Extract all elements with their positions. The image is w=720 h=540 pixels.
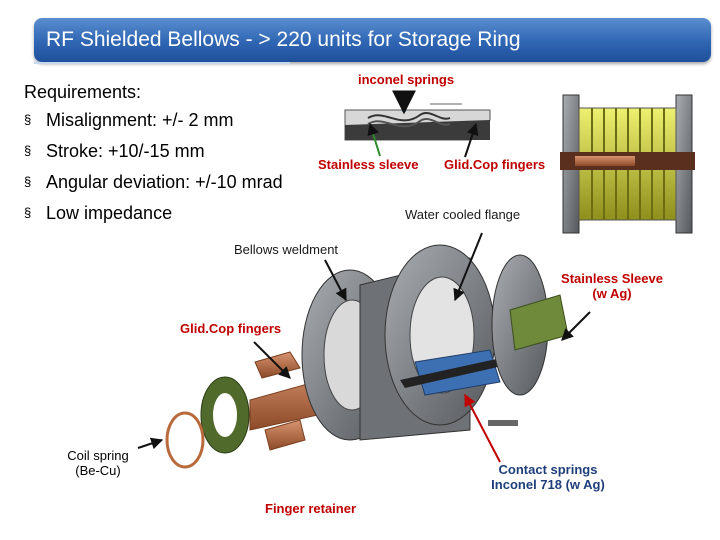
requirement-item: § Misalignment: +/- 2 mm: [24, 110, 283, 141]
label-coil-spring: Coil spring (Be-Cu): [60, 448, 136, 478]
label-inconel-springs: inconel springs: [358, 72, 455, 87]
label-stainless-sleeve: Stainless sleeve: [318, 157, 419, 172]
label-stainless-sleeve-ag: Stainless Sleeve (w Ag): [552, 271, 672, 301]
requirement-item: § Stroke: +10/-15 mm: [24, 141, 283, 172]
label-coil-spring-line2: (Be-Cu): [75, 463, 121, 478]
exploded-assembly-figure: [165, 244, 569, 469]
arrow-contact-springs: [464, 393, 501, 463]
bullet-icon: §: [24, 143, 32, 158]
label-water-cooled-flange: Water cooled flange: [405, 207, 521, 222]
requirement-item: § Low impedance: [24, 203, 283, 234]
arrow-coil-spring: [137, 437, 164, 450]
label-bellows-weldment: Bellows weldment: [234, 242, 339, 257]
arrow-stainless-sleeve-ag: [561, 311, 591, 341]
slide-title: RF Shielded Bellows - > 220 units for St…: [46, 28, 521, 51]
arrow-stainless-sleeve: [367, 122, 381, 157]
label-stainless-sleeve-ag-line1: Stainless Sleeve: [561, 271, 663, 286]
title-underline: [34, 62, 290, 64]
arrow-bellows-weldment: [324, 259, 347, 302]
title-bar: RF Shielded Bellows - > 220 units for St…: [34, 18, 711, 62]
bellows-section-figure: [560, 94, 695, 234]
requirements-heading: Requirements:: [24, 82, 142, 102]
label-glidcop-fingers-mid: Glid.Cop fingers: [180, 321, 282, 336]
requirement-item: § Angular deviation: +/-10 mrad: [24, 172, 283, 203]
bullet-icon: §: [24, 174, 32, 189]
arrow-glidcop-mid: [253, 341, 291, 379]
label-contact-springs-line2: Inconel 718 (w Ag): [491, 477, 605, 492]
bullet-icon: §: [24, 205, 32, 220]
cross-section-figure: [344, 103, 491, 141]
label-contact-springs-line1: Contact springs: [498, 462, 598, 477]
label-stainless-sleeve-ag-line2: (w Ag): [592, 286, 632, 301]
arrow-glidcop-top: [464, 122, 479, 158]
requirement-text: Low impedance: [46, 203, 173, 223]
requirements-list: § Misalignment: +/- 2 mm § Stroke: +10/-15…: [24, 110, 283, 234]
label-finger-retainer: Finger retainer: [265, 501, 357, 516]
label-contact-springs: Contact springs Inconel 718 (w Ag): [478, 462, 618, 492]
label-glidcop-fingers-top: Glid.Cop fingers: [444, 157, 546, 172]
requirement-text: Stroke: +10/-15 mm: [46, 141, 205, 161]
requirement-text: Misalignment: +/- 2 mm: [46, 110, 234, 130]
requirement-text: Angular deviation: +/-10 mrad: [46, 172, 283, 192]
arrow-water-cooled-flange: [453, 232, 483, 302]
label-coil-spring-line1: Coil spring: [67, 448, 129, 463]
bullet-icon: §: [24, 112, 32, 127]
